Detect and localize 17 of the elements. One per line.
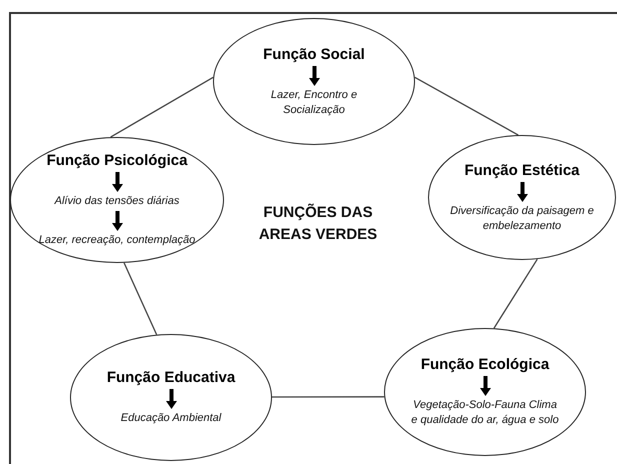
function-description: Lazer, recreação, contemplação — [38, 233, 196, 248]
function-description: Lazer, Encontro e Socialização — [270, 88, 358, 118]
function-heading: Função Psicológica — [46, 152, 188, 170]
diagram-title: FUNÇÕES DAS AREAS VERDES — [258, 202, 378, 245]
function-description: Educação Ambiental — [120, 411, 222, 426]
connector-line — [493, 258, 538, 329]
function-description: Alívio das tensões diárias — [54, 194, 180, 209]
connector-line — [124, 262, 158, 335]
function-heading: Função Ecológica — [420, 356, 550, 374]
function-heading: Função Educativa — [106, 369, 236, 388]
function-description: Vegetação-Solo-Fauna Clima e qualidade do ar, água e solo — [410, 398, 560, 428]
connector-line — [110, 76, 214, 138]
function-heading: Função Social — [263, 46, 365, 64]
function-heading: Função Estética — [464, 162, 580, 180]
connector-line — [272, 396, 384, 398]
connector-line — [414, 76, 519, 136]
function-description: Diversificação da paisagem e embelezamento — [449, 204, 595, 234]
